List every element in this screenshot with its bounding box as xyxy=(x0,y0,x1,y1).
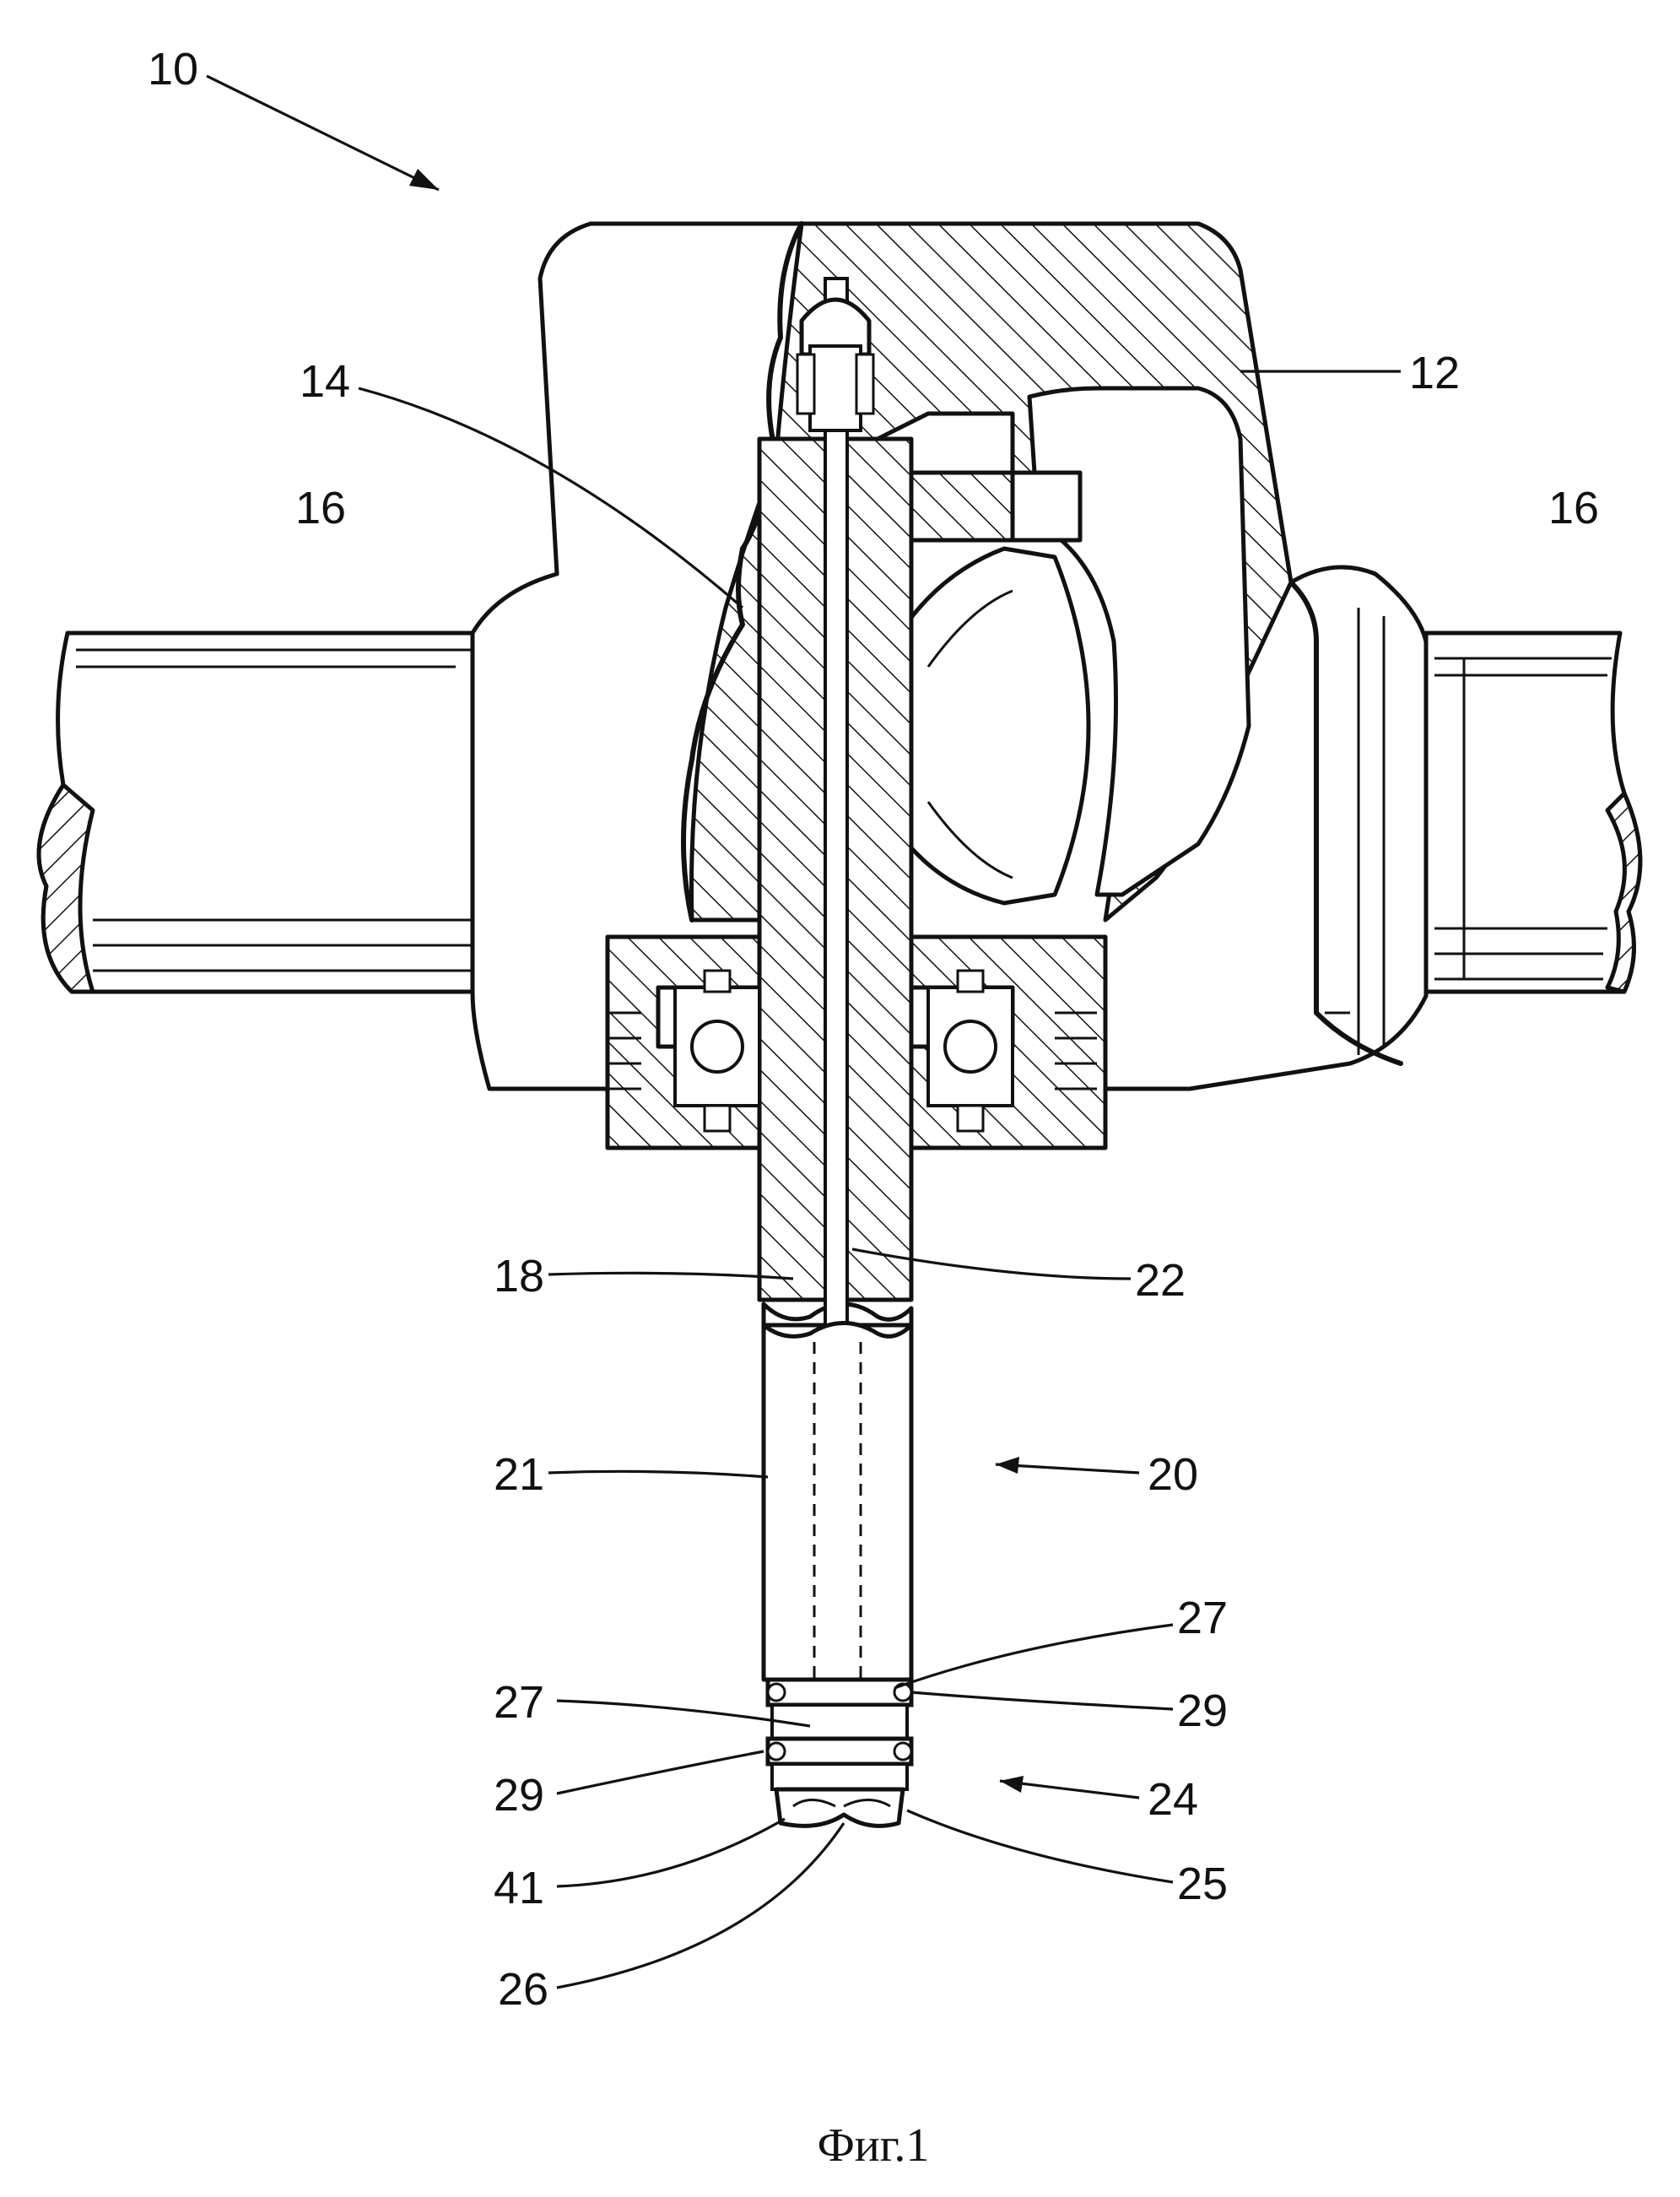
label-21: 21 xyxy=(494,1449,544,1500)
internal-cam xyxy=(894,473,1088,903)
right-shaft xyxy=(1426,633,1640,992)
label-25: 25 xyxy=(1177,1859,1228,1909)
label-27-lower: 27 xyxy=(494,1677,544,1728)
label-29-lower: 29 xyxy=(494,1770,544,1821)
label-10: 10 xyxy=(148,44,198,95)
label-20: 20 xyxy=(1148,1449,1198,1500)
left-bearing xyxy=(608,937,759,1148)
label-18: 18 xyxy=(494,1251,544,1301)
label-41: 41 xyxy=(494,1863,544,1913)
spindle xyxy=(759,279,911,1342)
label-24: 24 xyxy=(1148,1774,1198,1825)
label-29-upper: 29 xyxy=(1177,1686,1228,1736)
label-27-upper: 27 xyxy=(1177,1593,1228,1643)
tool-tip xyxy=(768,1680,911,1826)
left-shaft xyxy=(39,633,473,992)
label-12: 12 xyxy=(1409,348,1460,398)
label-22: 22 xyxy=(1135,1255,1186,1306)
right-bearing xyxy=(911,937,1105,1148)
label-16-left: 16 xyxy=(295,483,346,533)
label-26: 26 xyxy=(498,1964,548,2015)
label-16-right: 16 xyxy=(1548,483,1599,533)
label-14: 14 xyxy=(300,356,350,407)
figure-caption: Фиг.1 xyxy=(818,2119,930,2172)
